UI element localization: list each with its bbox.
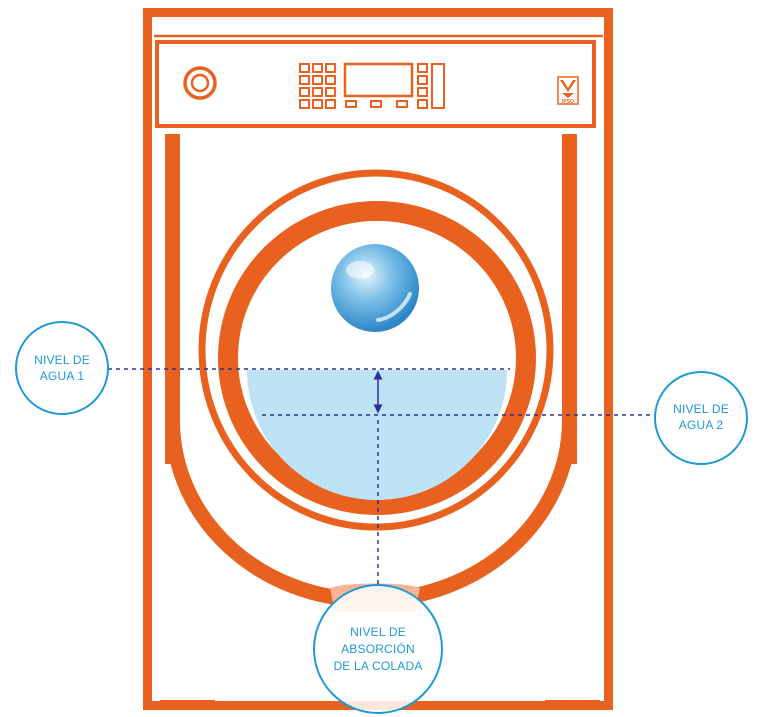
display-buttons[interactable]	[345, 100, 408, 108]
callout-water-level-1: NIVEL DE AGUA 1	[15, 321, 109, 415]
display-screen	[343, 62, 414, 98]
callout-absorption-level-line3: DE LA COLADA	[333, 659, 422, 673]
ipso-logo: IPSO	[557, 76, 579, 105]
callout-water-level-1-line2: AGUA 1	[40, 369, 85, 383]
callout-water-level-2: NIVEL DE AGUA 2	[654, 371, 748, 465]
water-in-drum	[247, 370, 507, 500]
detergent-ball-icon	[331, 244, 419, 332]
callout-water-level-1-line1: NIVEL DE	[34, 353, 90, 367]
callout-absorption-level: NIVEL DE ABSORCIÓN DE LA COLADA	[313, 584, 443, 714]
callout-absorption-level-line1: NIVEL DE	[350, 625, 406, 639]
right-frame-post	[562, 134, 577, 464]
logo-text: IPSO	[562, 99, 574, 105]
door-gasket-ring	[218, 201, 536, 515]
door-outer-ring	[198, 169, 554, 531]
right-foot	[545, 700, 600, 706]
power-knob-icon[interactable]	[183, 66, 217, 100]
left-keypad[interactable]	[299, 63, 336, 109]
callout-water-level-2-line1: NIVEL DE	[673, 402, 729, 416]
right-keypad[interactable]	[417, 63, 445, 109]
left-frame-post	[165, 134, 180, 464]
callout-absorption-level-line2: ABSORCIÓN	[341, 641, 415, 656]
left-foot	[160, 700, 215, 706]
callout-water-level-2-line2: AGUA 2	[679, 418, 724, 432]
